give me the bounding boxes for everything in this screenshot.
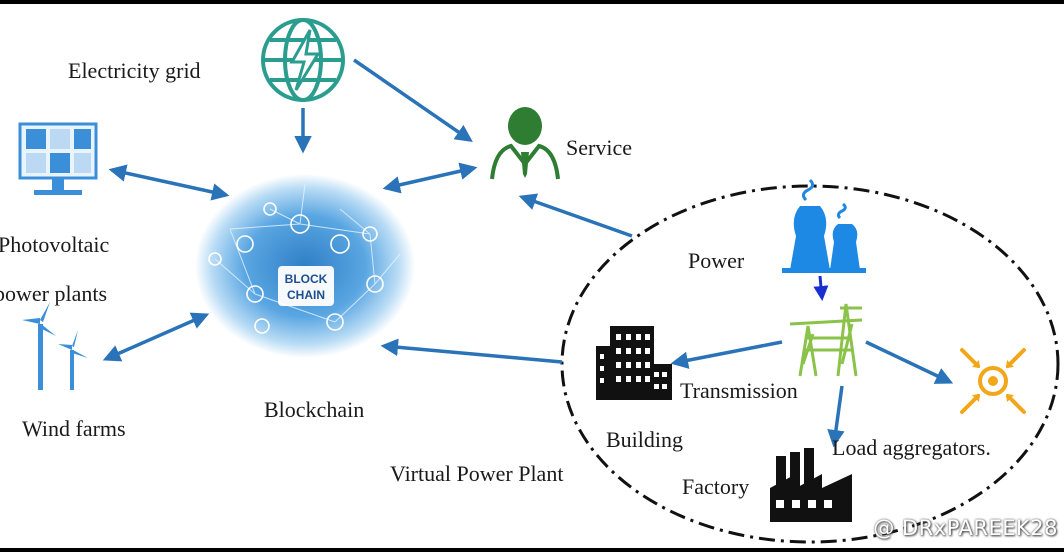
arrow-transmission-to-building [670,340,783,369]
label-transmission: Transmission [680,378,798,403]
building-icon [596,326,672,400]
power-plant-icon [782,178,866,273]
blockchain-badge-line2: CHAIN [287,288,325,302]
label-service: Service [566,135,632,160]
target-arrows-icon [960,348,1026,414]
diagram-canvas: BLOCK CHAIN Electricity grid Service Pho… [0,4,1064,548]
transmission-tower-icon [789,303,863,377]
label-factory: Factory [682,474,750,499]
arrow-vpp-to-blockchain [380,338,563,364]
factory-icon [770,448,852,522]
label-building: Building [606,427,684,452]
arrow-grid-to-service [353,58,473,142]
label-electricity-grid: Electricity grid [68,58,201,83]
label-wind-farms: Wind farms [22,416,126,441]
arrow-vpp-to-service [518,193,633,238]
label-virtual-power-plant: Virtual Power Plant [390,461,564,486]
lightning-bolt [289,29,321,91]
arrow-transmission-to-aggregator [865,340,954,384]
blockchain-badge-line1: BLOCK [285,272,328,286]
vpp-boundary [560,184,1060,544]
label-photovoltaic-line1: Photovoltaic [0,232,110,257]
arrow-transmission-to-factory [827,385,845,448]
label-load-aggregators: Load aggregators. [832,435,991,460]
label-power: Power [688,248,745,273]
arrow-solar-blockchain [108,164,230,201]
person-icon [490,107,560,180]
solar-panel-icon [18,122,98,195]
arrow-wind-blockchain [102,312,210,362]
blockchain-network-icon [195,174,415,358]
wind-turbine-icon [22,302,88,390]
arrow-power-to-transmission [813,275,829,301]
arrow-blockchain-service [382,162,478,194]
label-blockchain: Blockchain [264,397,365,422]
label-photovoltaic-line2: power plants [0,281,108,306]
diagram-graphics: BLOCK CHAIN [18,18,1060,544]
watermark: @ DRxPAREEK28 [873,516,1058,540]
